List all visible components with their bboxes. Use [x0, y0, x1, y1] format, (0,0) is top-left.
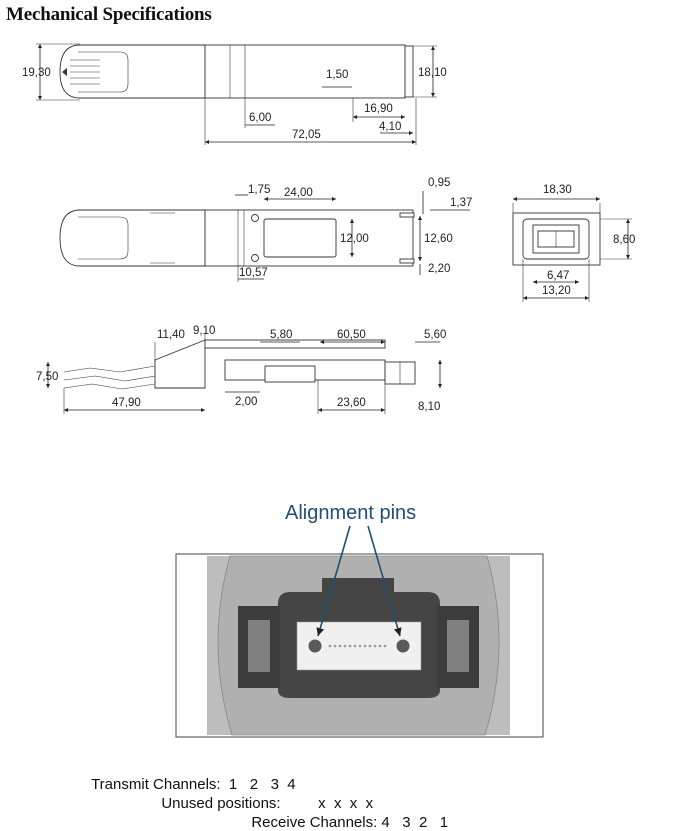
- top-d4-label: 4,10: [379, 121, 401, 133]
- side-d8-label: 10,57: [239, 267, 268, 279]
- end-outer-label: 13,20: [542, 285, 571, 297]
- connector-face: Alignment pins: [175, 502, 544, 738]
- side-view: 1,75 24,00 0,95 1,37 12,00 12,60 2,20 10…: [59, 177, 472, 282]
- side-d4-label: 1,37: [450, 197, 472, 209]
- profile-d8-label: 2,00: [235, 396, 257, 408]
- top-height-label: 19,30: [22, 67, 51, 79]
- profile-d2-label: 9,10: [193, 325, 215, 337]
- transmit-channels-row: Transmit Channels: 1 2 3 4: [83, 759, 296, 793]
- top-view: 19,30 18,10 1,50 6,00 16,90 4,10 72,05: [22, 43, 447, 145]
- top-length-label: 72,05: [292, 129, 321, 141]
- profile-d7-label: 47,90: [112, 397, 141, 409]
- side-d7-label: 2,20: [428, 263, 450, 275]
- end-inner-label: 6,47: [547, 270, 569, 282]
- end-view: 18,30 8,60 6,47 13,20: [512, 184, 635, 302]
- top-d3-label: 16,90: [364, 103, 393, 115]
- profile-view: 11,40 9,10 5,80 60,50 5,60 7,50 47,90 2,…: [36, 325, 446, 414]
- end-width-label: 18,30: [543, 184, 572, 196]
- side-d3-label: 0,95: [428, 177, 450, 189]
- receive-channels-label: Receive Channels:: [251, 814, 378, 831]
- profile-d4-label: 60,50: [337, 329, 366, 341]
- transmit-channels-label: Transmit Channels:: [91, 776, 221, 793]
- end-height-label: 8,60: [613, 234, 635, 246]
- top-right-height-label: 18,10: [418, 67, 447, 79]
- receive-channels-values: 4 3 2 1: [381, 814, 449, 831]
- profile-d9-label: 23,60: [337, 397, 366, 409]
- unused-positions-label: Unused positions:: [161, 795, 281, 812]
- page-title: Mechanical Specifications: [6, 4, 212, 25]
- profile-d10-label: 8,10: [418, 401, 440, 413]
- top-d2-label: 6,00: [249, 112, 271, 124]
- side-d6-label: 12,60: [424, 233, 453, 245]
- receive-channels-row: Receive Channels: 4 3 2 1: [243, 797, 448, 831]
- unused-positions-values: x x x x: [318, 795, 374, 812]
- alignment-pins-label: Alignment pins: [285, 502, 416, 524]
- profile-d5-label: 5,60: [424, 329, 446, 341]
- profile-d1-label: 11,40: [157, 329, 185, 341]
- side-d1-label: 1,75: [248, 184, 270, 196]
- unused-positions-row: Unused positions: x x x x: [153, 778, 373, 812]
- side-d2-label: 24,00: [284, 187, 313, 199]
- top-d1-label: 1,50: [326, 69, 348, 81]
- side-d5-label: 12,00: [340, 233, 369, 245]
- profile-d6-label: 7,50: [36, 371, 58, 383]
- profile-d3-label: 5,80: [270, 329, 292, 341]
- transmit-channels-values: 1 2 3 4: [228, 776, 296, 793]
